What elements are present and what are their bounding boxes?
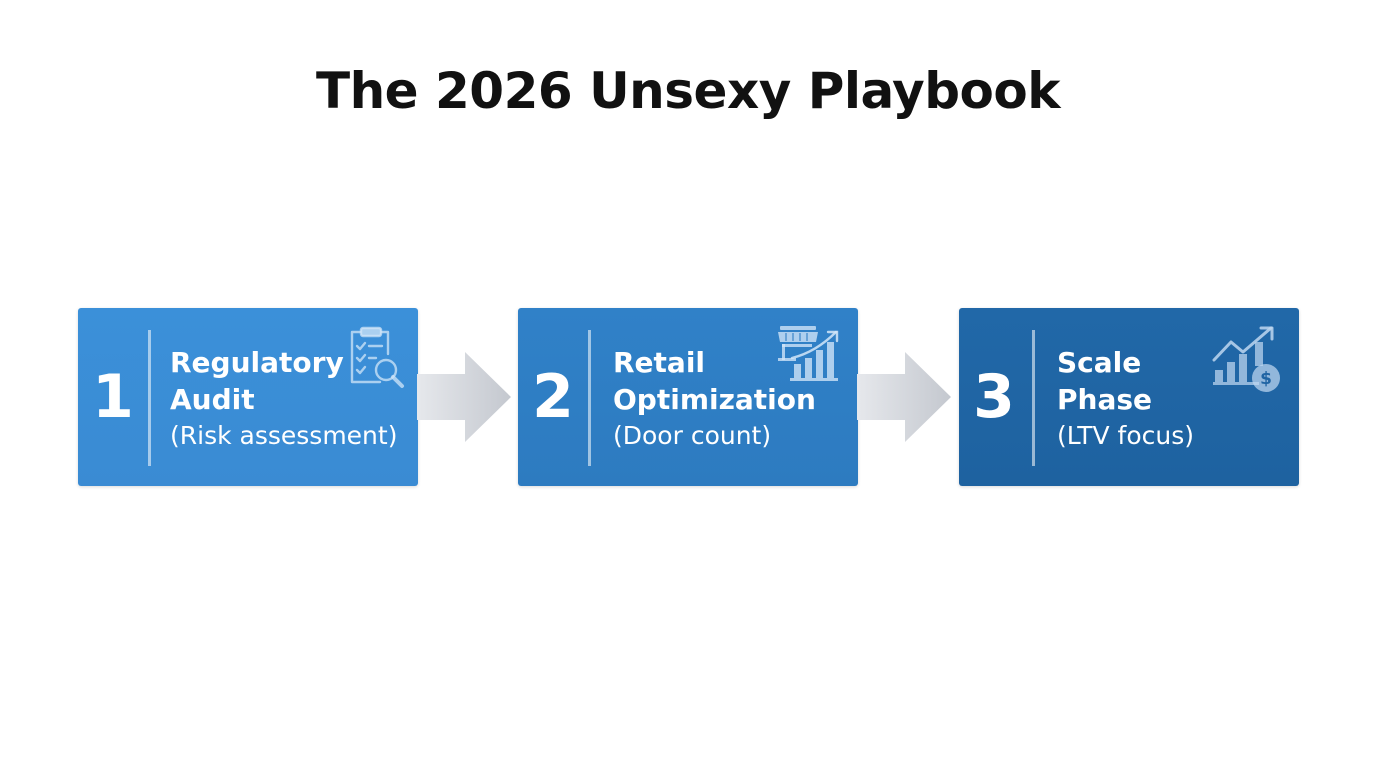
clipboard-checklist-magnifier-icon: [350, 326, 404, 388]
page-title: The 2026 Unsexy Playbook: [315, 62, 1061, 120]
svg-text:$: $: [1260, 369, 1272, 389]
arrow-right-icon: [417, 352, 511, 442]
step-number: 1: [92, 362, 134, 432]
step-text: Scale Phase (LTV focus): [1057, 344, 1194, 454]
step-heading: Optimization: [613, 383, 816, 416]
arrow-right-icon: [857, 352, 951, 442]
divider: [1032, 330, 1035, 466]
step-2-retail-optimization: 2 Retail Optimization (Door count): [518, 308, 858, 486]
divider: [588, 330, 591, 466]
step-heading: Regulatory: [170, 346, 344, 379]
growth-chart-dollar-icon: $: [1212, 326, 1280, 392]
step-subtitle: (LTV focus): [1057, 421, 1195, 450]
divider: [148, 330, 151, 466]
step-number: 3: [973, 362, 1015, 432]
step-heading: Scale: [1057, 346, 1142, 379]
step-number: 2: [532, 362, 574, 432]
step-heading: Retail: [613, 346, 706, 379]
step-subtitle: (Risk assessment): [170, 421, 398, 450]
step-subtitle: (Door count): [613, 421, 772, 450]
step-text: Regulatory Audit (Risk assessment): [170, 344, 397, 454]
step-3-scale-phase: 3 Scale Phase (LTV focus) $: [959, 308, 1299, 486]
step-1-regulatory-audit: 1 Regulatory Audit (Risk assessment): [78, 308, 418, 486]
step-text: Retail Optimization (Door count): [613, 344, 816, 454]
step-heading: Audit: [170, 383, 255, 416]
storefront-growth-chart-icon: [778, 326, 839, 381]
step-heading: Phase: [1057, 383, 1153, 416]
